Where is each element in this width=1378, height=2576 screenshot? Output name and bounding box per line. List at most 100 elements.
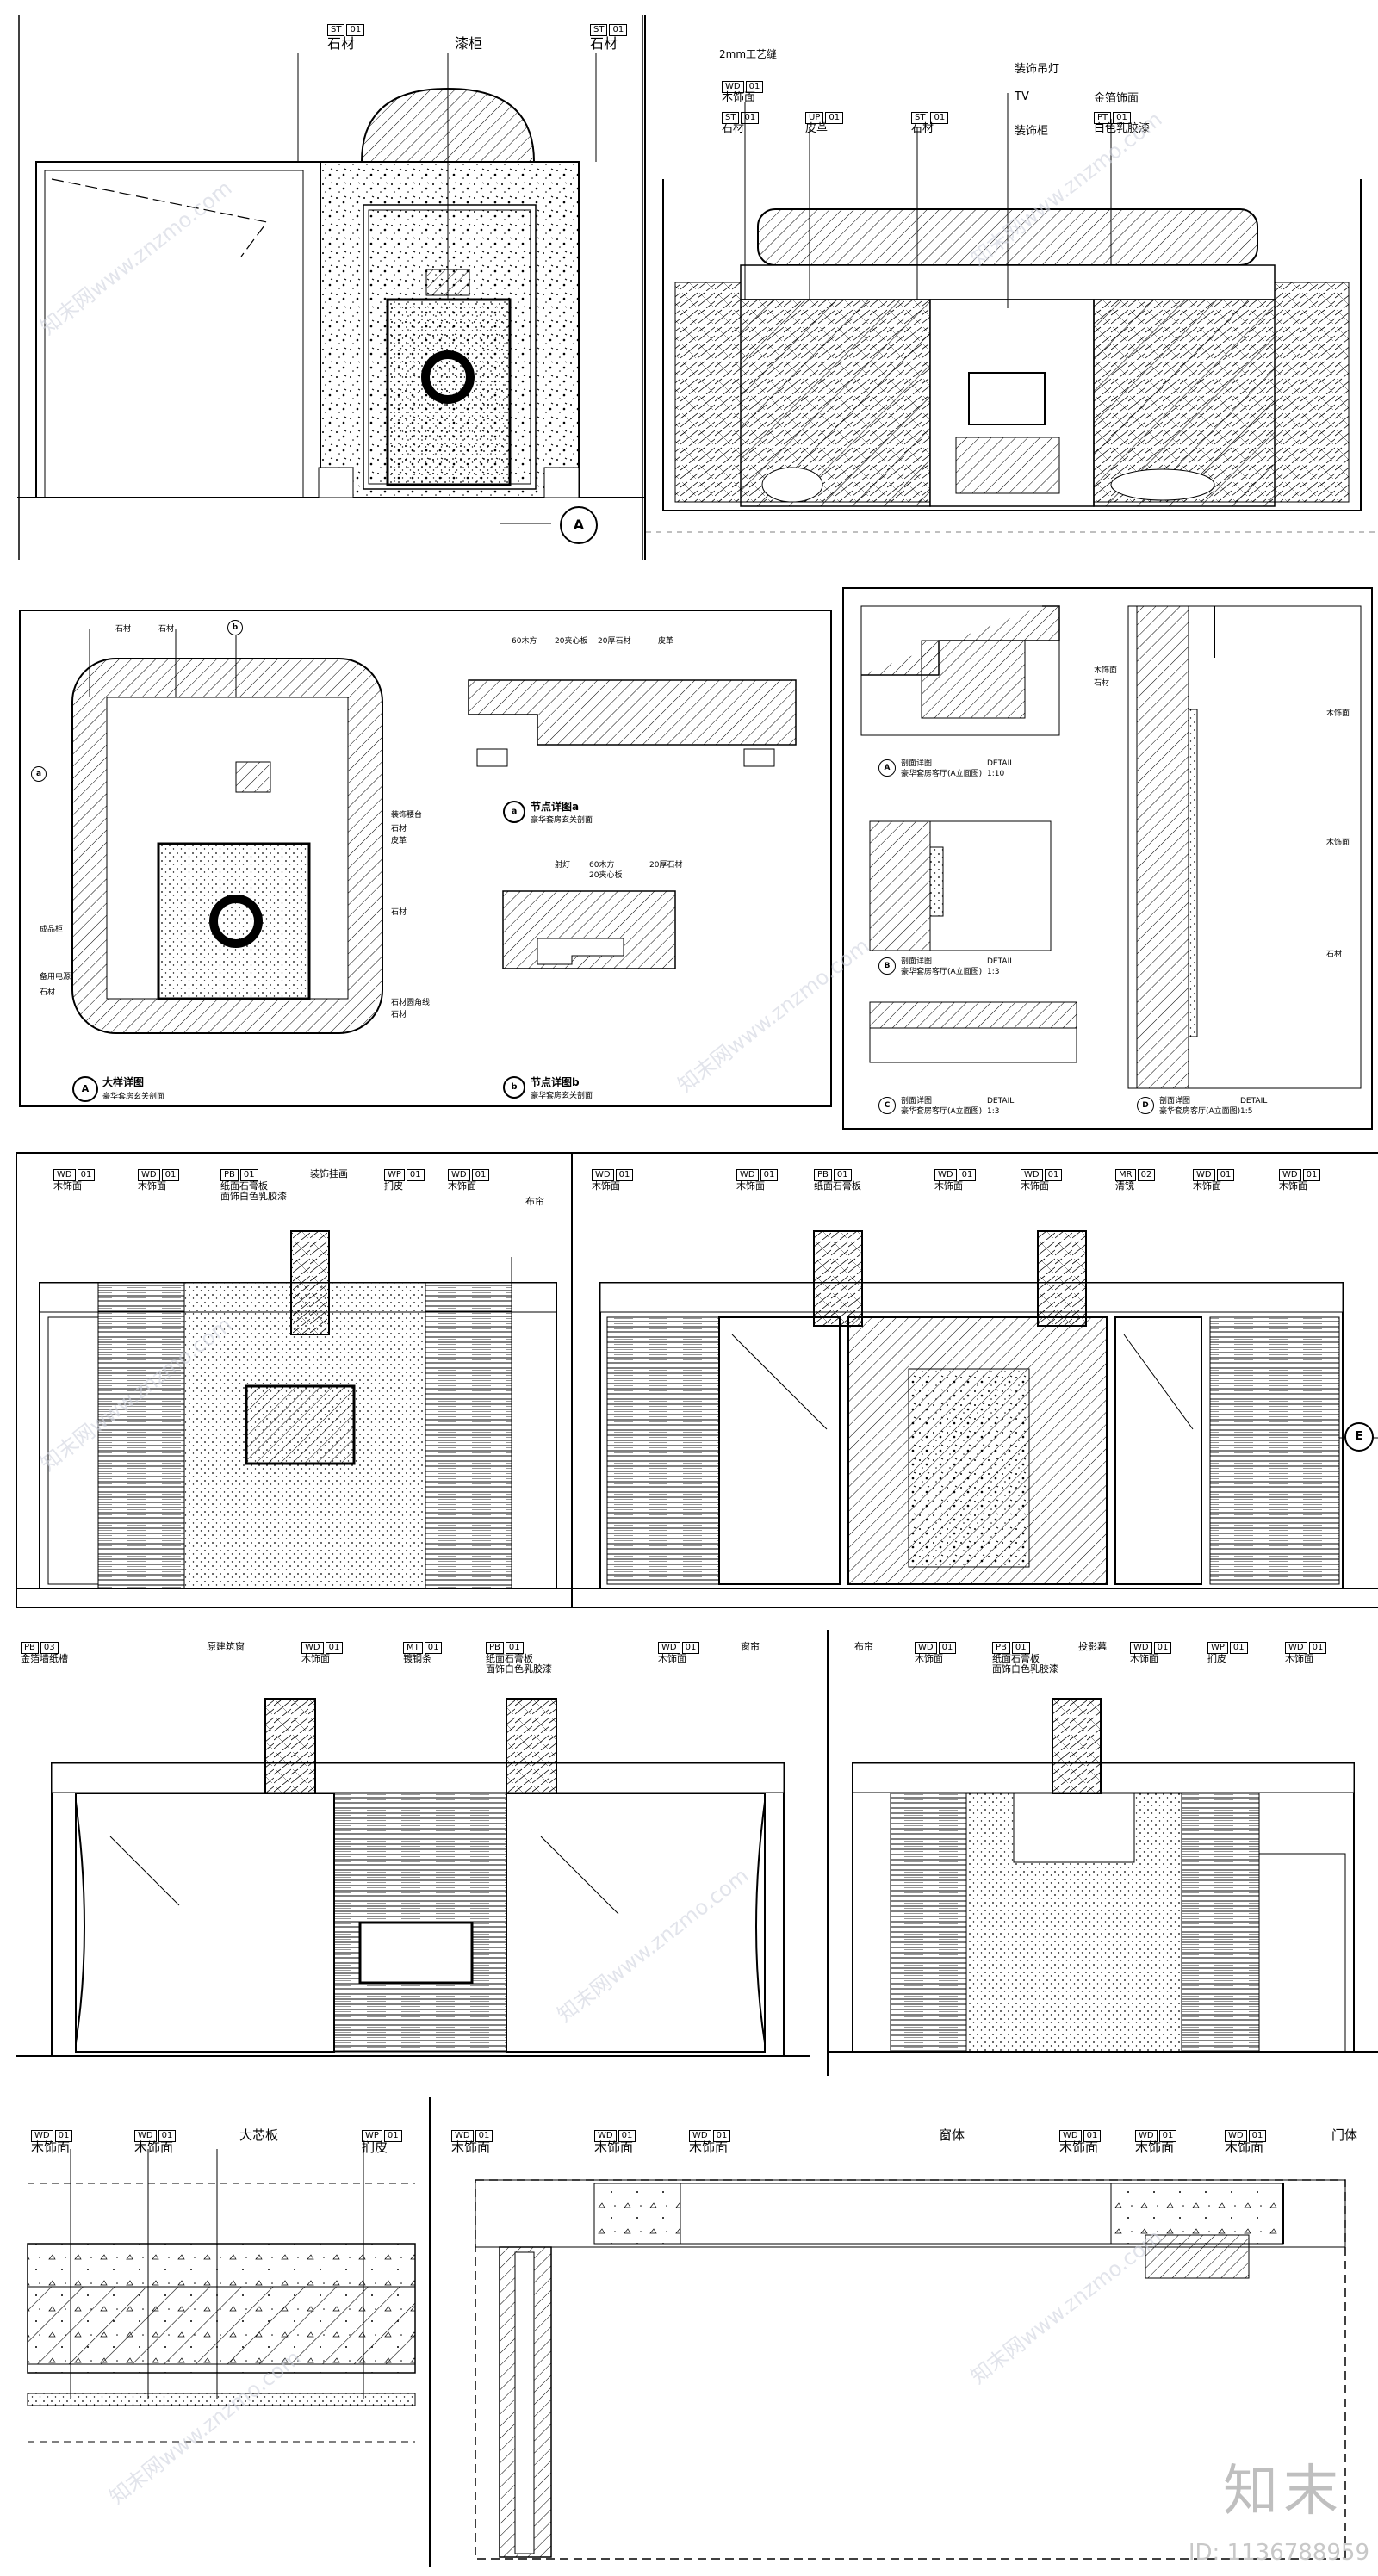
p8-tag-0: 布帘	[854, 1641, 873, 1652]
p2-tag-6: TV	[1015, 90, 1029, 103]
detail-a-label-3: 皮革	[658, 637, 674, 646]
elevation-2-drawing	[646, 93, 1376, 533]
section-d-sub: 豪华套房客厅(A立面图)	[1159, 1107, 1241, 1116]
elevation-7-drawing	[16, 1698, 810, 2057]
elevation-e-marker[interactable]: E	[1344, 1422, 1374, 1452]
detail-a-label-1: 20夹心板	[555, 637, 588, 646]
section-b-detail: DETAIL	[987, 957, 1015, 966]
section-note-4: 石材	[1326, 951, 1343, 959]
detail-b-label-2: 20夹心板	[589, 871, 623, 880]
section-note-1: 石材	[1094, 679, 1110, 688]
main-detail-title: 大样详图	[102, 1076, 145, 1088]
detail-a-label-0: 60木方	[512, 637, 537, 646]
elevation-1-drawing	[17, 15, 644, 560]
section-details-drawing	[860, 605, 1362, 1089]
section-b-title: 剖面详图	[901, 957, 933, 966]
section-a-sub: 豪华套房客厅(A立面图)	[901, 770, 983, 778]
plan-detail-drawing	[71, 629, 797, 1034]
marker-a-small[interactable]: a	[31, 766, 47, 782]
detail-a-marker: a	[503, 801, 525, 823]
detail-a-sub: 豪华套房玄关剖面	[531, 816, 593, 825]
p8-tag-3: 投影幕	[1078, 1641, 1107, 1652]
p5-tag-3: 装饰挂画	[310, 1168, 348, 1180]
section-a-detail: DETAIL	[987, 759, 1015, 768]
p3-label-3: 皮革	[391, 837, 407, 845]
elevation-8-drawing	[829, 1698, 1378, 2053]
plan-detail-panel: 石材 石材 b 石材 皮革 装饰腰台 成品柜 备用电源 石材 石材 石材圆角线 …	[19, 610, 832, 1107]
main-detail-marker: A	[72, 1076, 98, 1102]
p3-label-1: 石材	[158, 625, 175, 634]
p3-label-5: 成品柜	[40, 926, 64, 934]
section-c-scale: 1:3	[987, 1107, 1000, 1116]
p2-tag-0: 2mm工艺缝	[719, 48, 778, 60]
p3-label-2: 石材	[391, 825, 407, 833]
section-c-title: 剖面详图	[901, 1097, 933, 1105]
p3-label-0: 石材	[115, 625, 132, 634]
window-door-section-drawing	[475, 2179, 1346, 2560]
p9-tag-2: 大芯板	[239, 2127, 279, 2143]
section-d-marker: D	[1137, 1097, 1154, 1114]
section-note-2: 木饰面	[1326, 709, 1350, 718]
section-a-marker: A	[878, 759, 896, 777]
section-c-sub: 豪华套房客厅(A立面图)	[901, 1107, 983, 1116]
detail-a-label-2: 20厚石材	[598, 637, 631, 646]
p3-label-9: 石材圆角线	[391, 999, 431, 1007]
main-detail-sub: 豪华套房玄关剖面	[102, 1093, 165, 1101]
p10-tag-3: 窗体	[939, 2127, 965, 2143]
section-c-detail: DETAIL	[987, 1097, 1015, 1105]
detail-b-label-3: 20厚石材	[649, 861, 683, 870]
detail-b-sub: 豪华套房玄关剖面	[531, 1092, 593, 1100]
elevation-5-drawing	[17, 1230, 571, 1589]
detail-a-title: 节点详图a	[531, 801, 580, 813]
p5-tag-6: 布帘	[525, 1196, 544, 1207]
wall-section-drawing	[27, 2149, 416, 2443]
section-b-marker: B	[878, 957, 896, 975]
section-c-marker: C	[878, 1097, 896, 1114]
section-details-panel: A 剖面详图 DETAIL 豪华套房客厅(A立面图) 1:10 B 剖面详图 D…	[842, 587, 1373, 1130]
section-b-sub: 豪华套房客厅(A立面图)	[901, 968, 983, 976]
detail-b-label-1: 60木方	[589, 861, 615, 870]
section-marker-a[interactable]: A	[560, 506, 598, 544]
section-note-0: 木饰面	[1094, 666, 1118, 675]
section-a-title: 剖面详图	[901, 759, 933, 768]
p1-mid-label: 漆柜	[455, 35, 483, 52]
p3-label-10: 石材	[391, 1011, 407, 1019]
marker-b-small[interactable]: b	[227, 620, 243, 635]
section-a-scale: 1:10	[987, 770, 1005, 778]
